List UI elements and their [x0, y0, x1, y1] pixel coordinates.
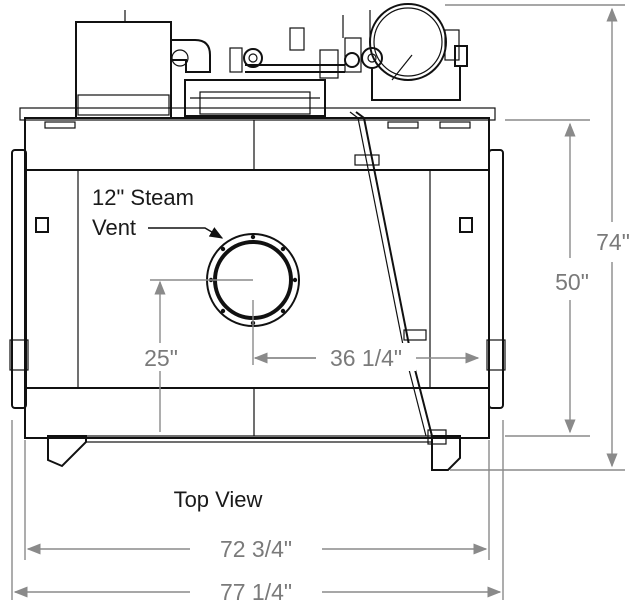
view-label: Top View — [174, 487, 263, 512]
right-skid-foot — [431, 435, 461, 471]
dim-72: 72 3/4" — [24, 440, 490, 562]
vent-label-line1: 12" Steam — [92, 185, 194, 210]
left-side-rail — [11, 149, 27, 409]
vent-label-line2: Vent — [92, 215, 136, 240]
steam-tank — [369, 3, 447, 81]
dim-77: 77 1/4" — [11, 420, 504, 605]
dim-50-label: 50" — [555, 269, 589, 295]
dim-25-label: 25" — [144, 345, 178, 371]
top-equipment — [75, 3, 468, 119]
right-sight-port — [459, 217, 473, 233]
dim-74-label: 74" — [596, 229, 630, 255]
right-side-rail — [488, 149, 504, 409]
dim-77-label: 77 1/4" — [220, 579, 292, 605]
dim-36-label: 36 1/4" — [330, 345, 402, 371]
valve-right — [344, 52, 360, 68]
valve-left — [243, 48, 263, 68]
elbow-pipe — [170, 39, 211, 73]
left-skid-foot — [47, 435, 87, 468]
dim-74: 74" — [445, 4, 630, 471]
dim-72-label: 72 3/4" — [220, 536, 292, 562]
vent-callout: 12" Steam Vent — [92, 185, 224, 240]
dim-50: 50" — [505, 119, 590, 437]
vent-leader — [148, 227, 224, 239]
drain-pipe — [355, 111, 433, 437]
electrical-box — [75, 21, 172, 119]
dim-25: 25" — [138, 279, 253, 432]
dim-36: 36 1/4" — [252, 300, 480, 371]
left-sight-port — [35, 217, 49, 233]
boiler-body — [9, 107, 506, 471]
pump-housing — [184, 79, 326, 117]
